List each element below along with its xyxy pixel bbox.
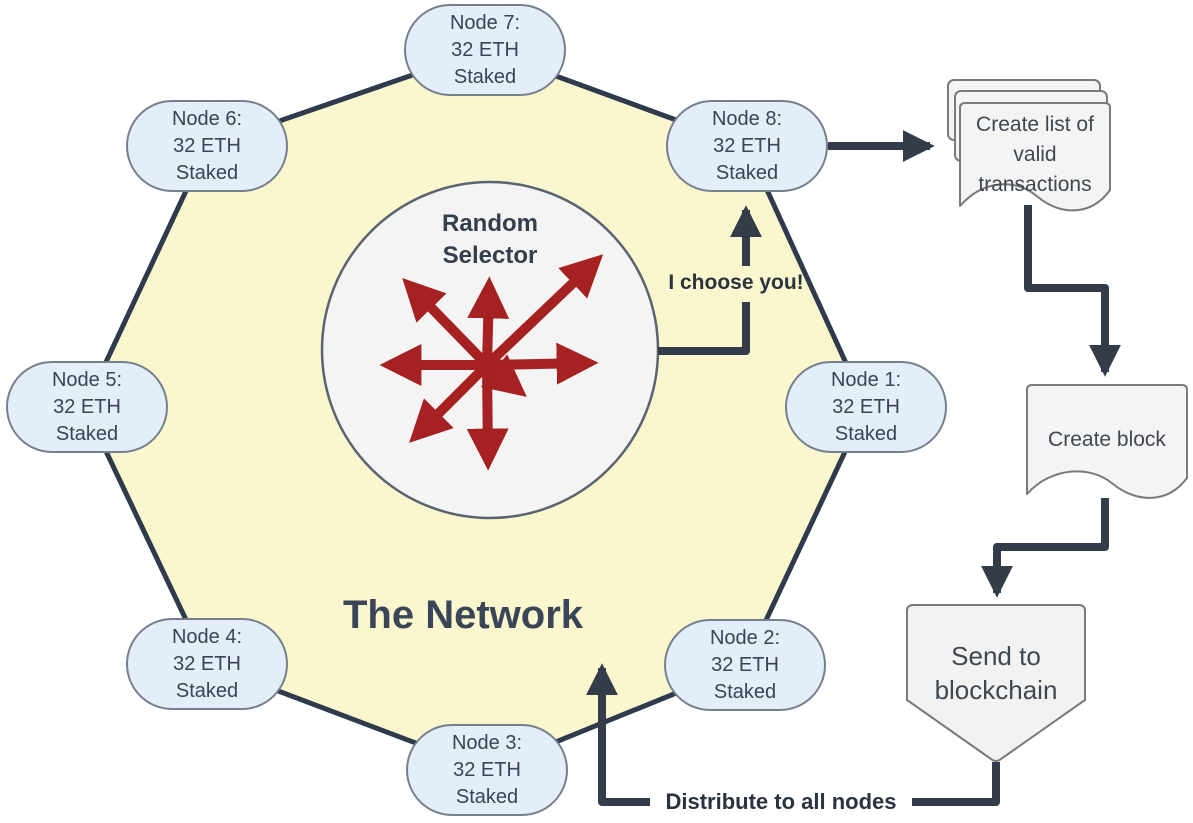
send-to-blockchain-shape xyxy=(906,604,1086,762)
random-arrows-icon xyxy=(379,254,604,471)
node-5: Node 5: 32 ETH Staked xyxy=(6,361,168,453)
node-6: Node 6: 32 ETH Staked xyxy=(126,100,288,192)
node-8: Node 8: 32 ETH Staked xyxy=(666,100,828,192)
node-7: Node 7: 32 ETH Staked xyxy=(404,4,566,96)
node-1: Node 1: 32 ETH Staked xyxy=(785,361,947,453)
send-to-blockchain-label: Send to blockchain xyxy=(934,641,1058,705)
network-title: The Network xyxy=(342,592,584,637)
node-6-label: Node 6: 32 ETH Staked xyxy=(171,107,243,184)
i-choose-you-label: I choose you! xyxy=(668,271,804,294)
distribute-to-all-nodes-label: Distribute to all nodes xyxy=(665,789,897,814)
create-block-shape xyxy=(1026,384,1188,499)
random-selector-label: Random Selector xyxy=(442,210,538,269)
node-2: Node 2: 32 ETH Staked xyxy=(664,619,826,711)
connector-create-list-to-create-block xyxy=(1024,205,1121,377)
connector-selector-to-node8 xyxy=(658,302,750,355)
connector-create-block-to-send xyxy=(981,498,1109,598)
node-8-label: Node 8: 32 ETH Staked xyxy=(711,107,783,184)
node-3: Node 3: 32 ETH Staked xyxy=(406,724,568,816)
node-1-label: Node 1: 32 ETH Staked xyxy=(830,368,902,445)
node-4: Node 4: 32 ETH Staked xyxy=(126,618,288,710)
node-5-label: Node 5: 32 ETH Staked xyxy=(51,368,123,445)
create-block-label: Create block xyxy=(1048,428,1166,451)
create-list-label: Create list of valid transactions xyxy=(976,113,1094,196)
connector-send-to-network-arrow xyxy=(586,663,650,806)
create-list-shape xyxy=(947,79,1111,212)
node-7-label: Node 7: 32 ETH Staked xyxy=(449,11,521,88)
node-3-label: Node 3: 32 ETH Staked xyxy=(451,731,523,808)
connector-send-to-network xyxy=(912,762,1000,806)
node-4-label: Node 4: 32 ETH Staked xyxy=(171,625,243,702)
node-2-label: Node 2: 32 ETH Staked xyxy=(709,626,781,703)
